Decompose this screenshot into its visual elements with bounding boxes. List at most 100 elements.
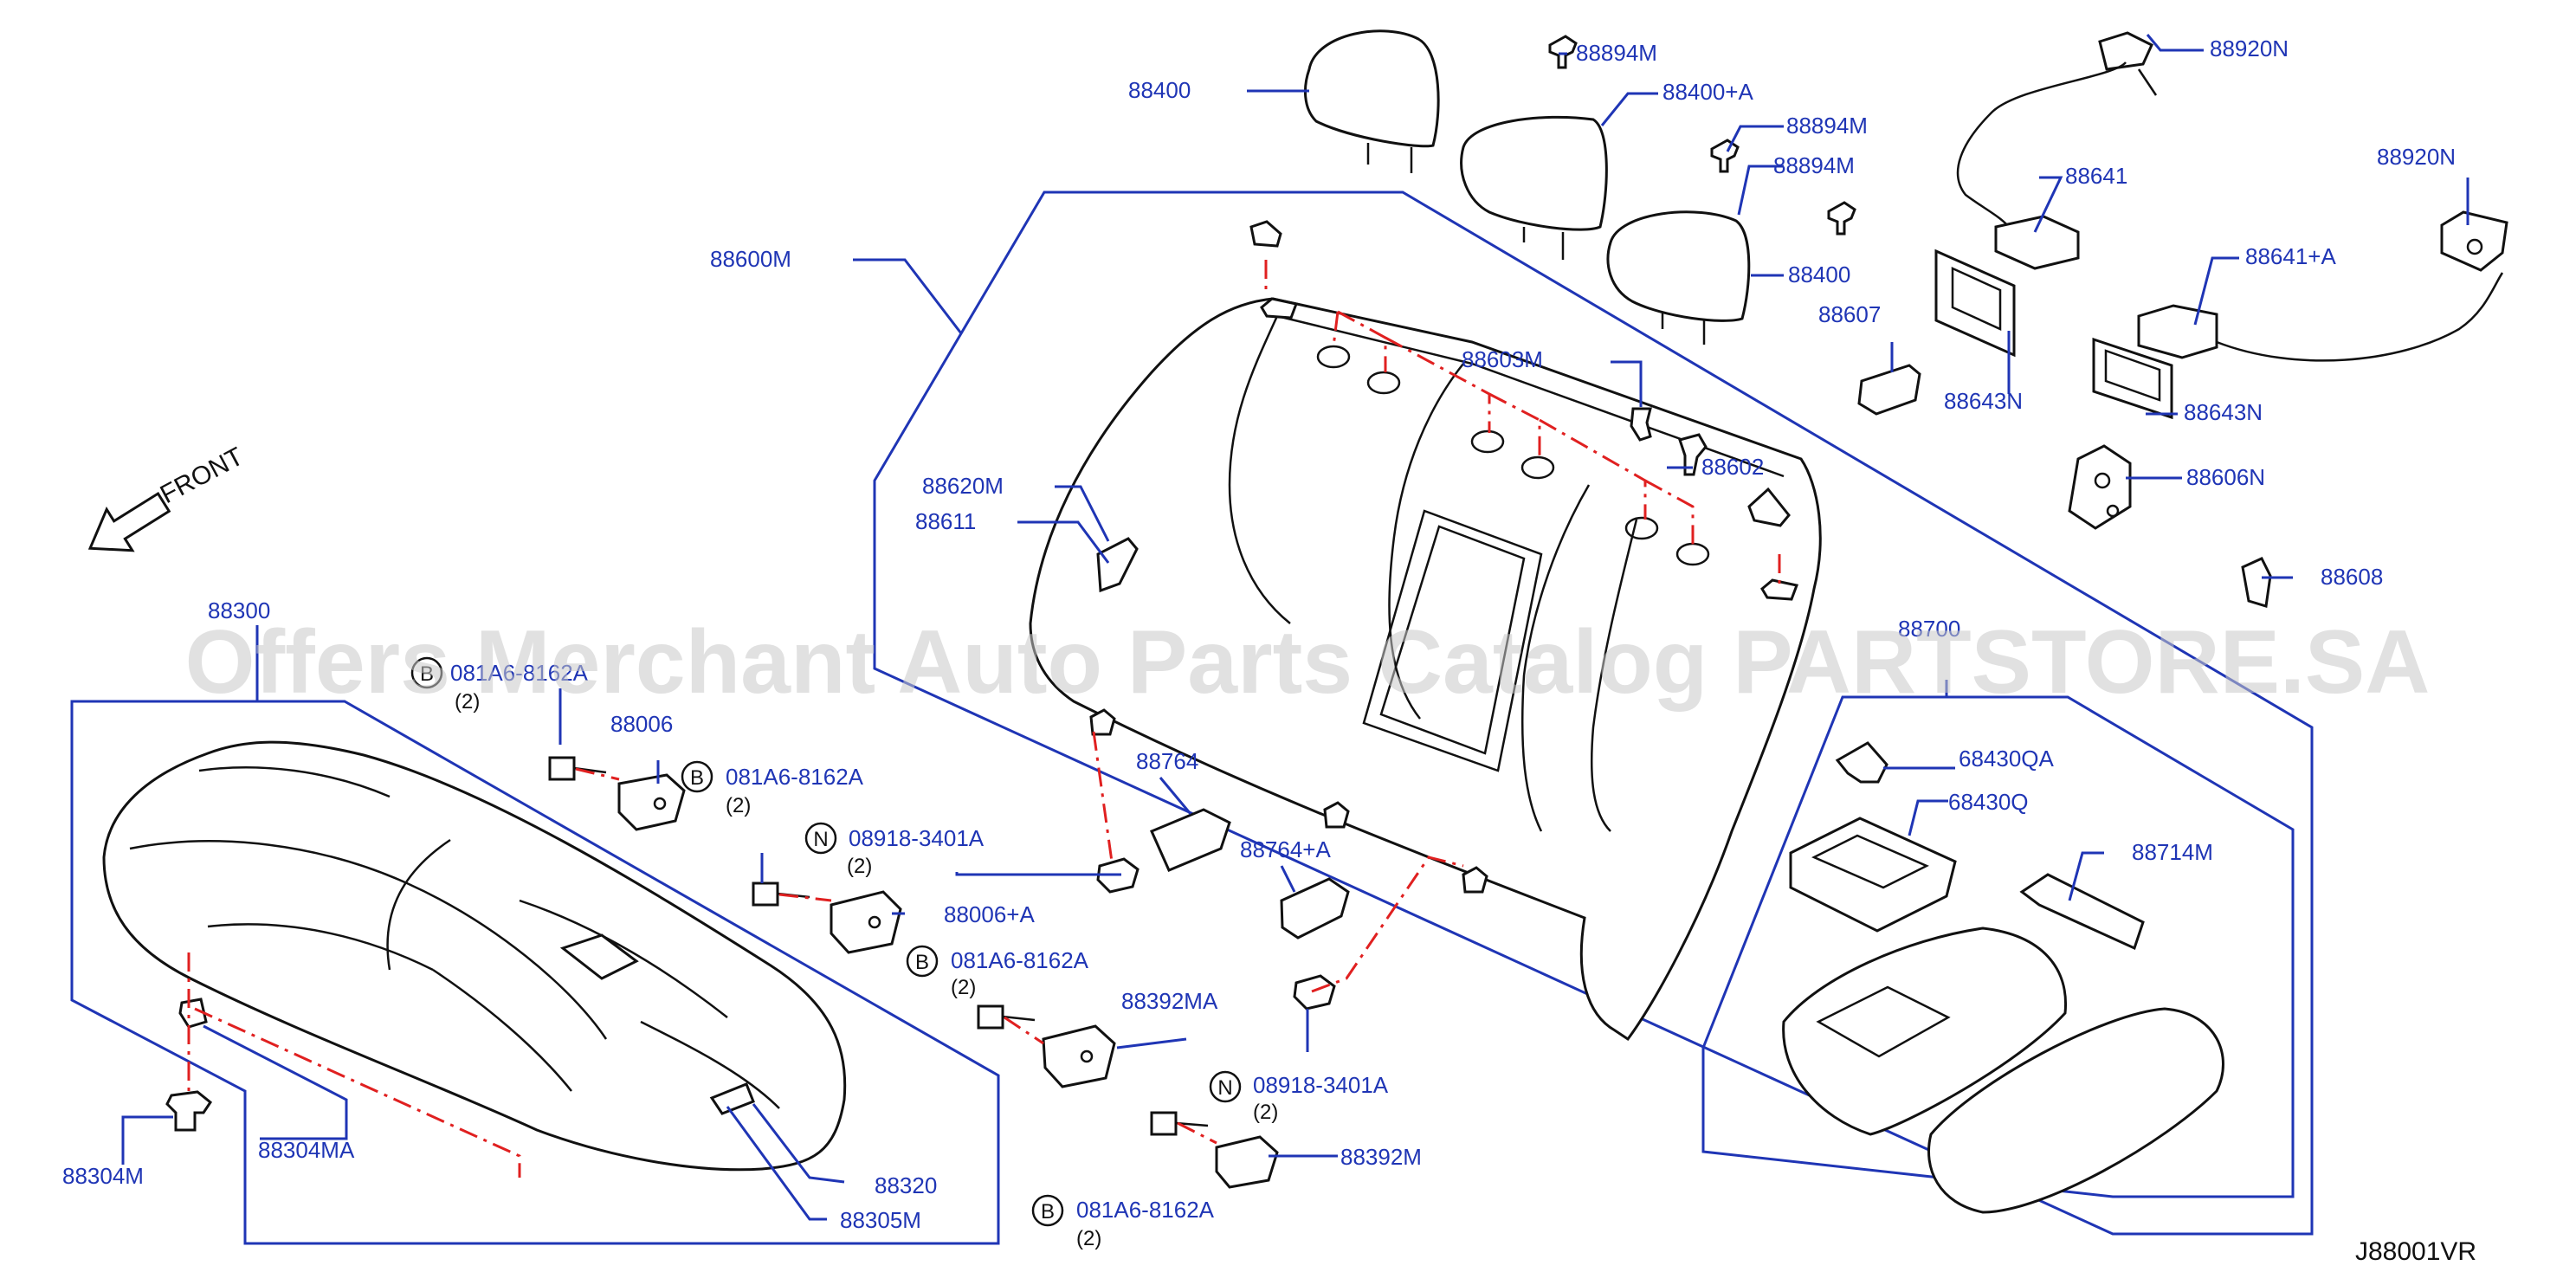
headrest-88400A [1460, 115, 1608, 260]
label-88607: 88607 [1818, 301, 1881, 327]
label-88894M-2: 88894M [1786, 113, 1868, 139]
latch-88620M [1096, 537, 1139, 593]
label-88392MA: 88392MA [1121, 988, 1218, 1014]
clip-88304M [165, 1090, 213, 1132]
seat-belt-88641 [1956, 31, 2158, 270]
assembly-line [1332, 310, 1695, 546]
armrest-group-outline [1701, 695, 2295, 1198]
label-88643N-1: 88643N [1944, 388, 2023, 414]
bracket-88006A [830, 890, 902, 954]
fastener-symbol: B [915, 951, 929, 974]
bracket-88607 [1857, 364, 1921, 416]
fastener-code: 08918-3401A [849, 825, 985, 851]
diagram-code: J88001VR [2355, 1237, 2476, 1266]
label-88620M: 88620M [922, 473, 1004, 499]
assembly-line [1177, 1121, 1217, 1145]
fastener-qty: (2) [951, 976, 976, 999]
fastener-code: 081A6-8162A [726, 764, 864, 790]
fastener-qty: (2) [1253, 1101, 1278, 1124]
watermark: Offers Merchant Auto Parts Catalog PARTS… [185, 612, 2431, 713]
label-88400-top: 88400 [1128, 77, 1191, 103]
label-88920N-2: 88920N [2377, 144, 2456, 170]
label-88305M: 88305M [840, 1207, 921, 1233]
label-88304MA: 88304MA [258, 1137, 355, 1163]
seatback-88600M [1029, 297, 1822, 1042]
fastener-symbol: B [420, 662, 434, 686]
label-88304M: 88304M [62, 1163, 144, 1189]
fastener-symbol: B [1041, 1200, 1055, 1224]
fastener-code: 081A6-8162A [450, 660, 589, 686]
bracket-88006 [617, 773, 686, 831]
fastener-code: 081A6-8162A [951, 947, 1089, 973]
fastener-qty: (2) [726, 794, 751, 817]
fastener-callout-b3: B 081A6-8162A (2) [906, 945, 1089, 999]
leader-lines [121, 34, 2469, 1221]
hinge-88606N [2068, 444, 2132, 530]
label-88641A: 88641+A [2245, 243, 2336, 269]
cup-holder-68430QA [1835, 741, 1888, 784]
label-88894M-1: 88894M [1576, 40, 1657, 66]
cup-holder-68430Q [1789, 817, 1957, 933]
label-88602: 88602 [1701, 454, 1764, 480]
label-88400-right: 88400 [1788, 262, 1850, 287]
label-88894M-3: 88894M [1773, 152, 1855, 178]
fastener-callout-b2: B 081A6-8162A (2) [681, 760, 864, 817]
fastener-code: 08918-3401A [1253, 1072, 1389, 1098]
fastener-qty: (2) [455, 690, 480, 714]
fastener-callout-n1: N 08918-3401A (2) [804, 822, 985, 878]
label-68430QA: 68430QA [1959, 746, 2055, 772]
headrest-88400-right [1606, 210, 1751, 345]
label-88603M: 88603M [1462, 346, 1543, 372]
label-88006A: 88006+A [944, 901, 1035, 927]
front-arrow-icon [87, 491, 171, 552]
label-88320: 88320 [875, 1172, 937, 1198]
label-88392M: 88392M [1340, 1144, 1422, 1170]
label-88305M [709, 1082, 755, 1115]
clip-88602 [1678, 433, 1708, 476]
label-88606N: 88606N [2186, 464, 2265, 490]
label-88608: 88608 [2321, 564, 2383, 590]
label-88714M: 88714M [2132, 839, 2213, 865]
fastener-qty: (2) [1076, 1227, 1101, 1250]
label-88643N-2: 88643N [2184, 399, 2263, 425]
label-88920N-1: 88920N [2210, 36, 2289, 61]
clip-88304MA [178, 998, 208, 1029]
bracket-88608 [2241, 557, 2272, 608]
headrest-guide-icon [1548, 35, 1578, 69]
label-88764A: 88764+A [1240, 836, 1331, 862]
label-88641: 88641 [2065, 163, 2127, 189]
fastener-symbol: N [813, 828, 828, 851]
hook-right [1747, 487, 1791, 527]
cushion-group-outline [70, 700, 1000, 1245]
label-88611: 88611 [915, 508, 976, 534]
label-88300: 88300 [208, 597, 270, 623]
fastener-callout-n2: N 08918-3401A (2) [1209, 1070, 1389, 1124]
assembly-line [194, 1007, 521, 1178]
bracket-88392MA [1042, 1024, 1116, 1088]
escutcheon-88643N-2 [2092, 337, 2173, 420]
headrest-guide-icon [1710, 139, 1740, 173]
seat-cushion-88300 [102, 740, 847, 1172]
clip-88603M [1630, 407, 1652, 442]
label-88006: 88006 [610, 711, 673, 737]
assembly-line [1311, 856, 1464, 993]
assembly-line [575, 767, 620, 781]
label-88400A: 88400+A [1662, 79, 1753, 105]
bracket-88764 [1150, 808, 1231, 872]
fastener-callout-b4: B 081A6-8162A (2) [1031, 1194, 1215, 1250]
fastener-symbol: N [1217, 1076, 1232, 1100]
fastener-qty: (2) [847, 855, 872, 878]
bracket-88764A [1280, 877, 1350, 940]
assembly-line [1092, 731, 1114, 862]
hook-upper [1249, 220, 1282, 248]
assembly-line [1004, 1016, 1044, 1045]
bolt-icon [977, 1004, 1036, 1030]
headrest-88400-top [1304, 29, 1440, 173]
assembly-line [778, 893, 832, 902]
label-68430Q: 68430Q [1948, 789, 2029, 815]
label-88600M: 88600M [710, 246, 791, 272]
fastener-symbol: B [690, 766, 704, 790]
headrest-guide-icon [1827, 201, 1856, 236]
label-88700: 88700 [1898, 616, 1960, 642]
